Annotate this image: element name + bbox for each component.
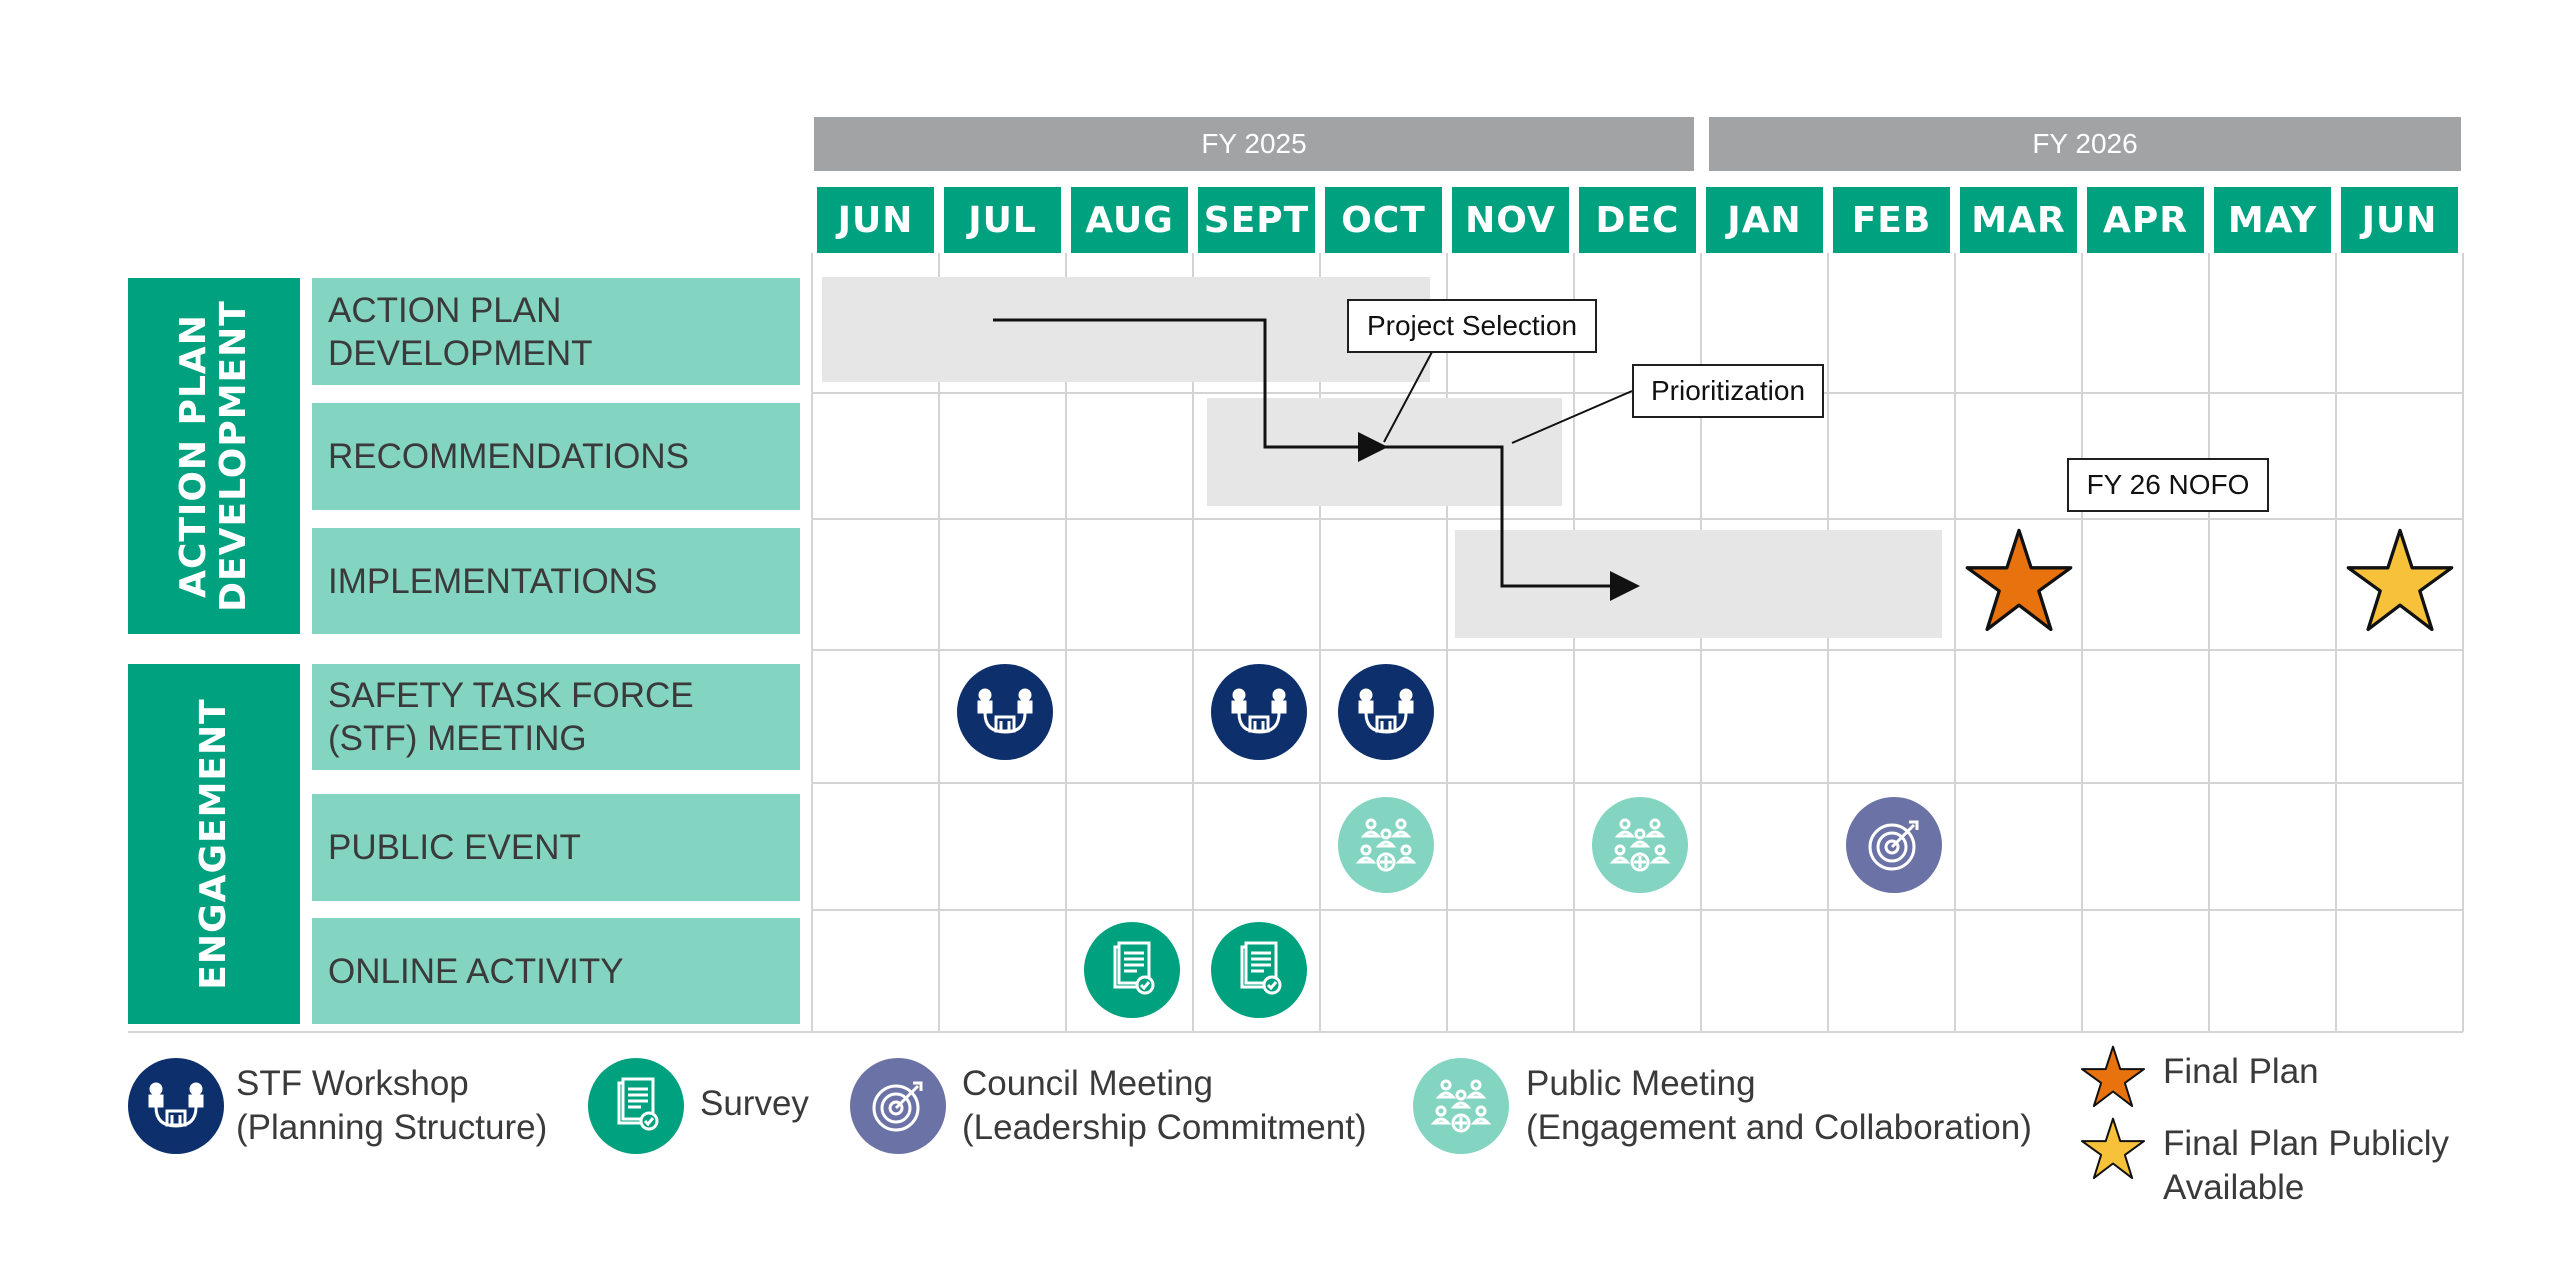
callout-pointer	[1511, 390, 1633, 444]
grid-line	[811, 253, 813, 1032]
grid-line	[812, 649, 2463, 651]
stf-workshop-icon	[956, 664, 1053, 760]
grid-line	[812, 909, 2463, 911]
callout-nofo: FY 26 NOFO	[2067, 458, 2269, 512]
stf-workshop-icon	[128, 1058, 224, 1154]
legend-label: Final Plan	[2163, 1052, 2319, 1091]
survey-icon	[1210, 922, 1307, 1018]
star-yellow-icon	[2345, 526, 2455, 636]
section-label: ACTION PLAN DEVELOPMENT	[173, 300, 254, 612]
callout-prioritization: Prioritization	[1632, 364, 1824, 418]
month-header: MAR	[1960, 187, 2077, 253]
public-meeting-icon	[1337, 797, 1434, 893]
legend-label: Final Plan Publicly Available	[2163, 1124, 2449, 1207]
fiscal-year-header: FY 2025	[814, 117, 1694, 171]
row-label: ACTION PLAN DEVELOPMENT	[312, 278, 800, 385]
grid-line	[128, 1031, 2463, 1033]
grid-line	[812, 518, 2463, 520]
star-orange-icon	[2080, 1044, 2146, 1110]
month-header: JAN	[1706, 187, 1823, 253]
council-meeting-icon	[850, 1058, 946, 1154]
grid-line	[1954, 253, 1956, 1032]
legend-label: Public Meeting (Engagement and Collabora…	[1526, 1064, 2032, 1147]
stf-workshop-icon	[1337, 664, 1434, 760]
phase-bar	[822, 277, 1430, 382]
grid-line	[1319, 253, 1321, 1032]
row-label: RECOMMENDATIONS	[312, 403, 800, 510]
star-yellow-icon	[2080, 1116, 2146, 1182]
month-header: JUL	[944, 187, 1061, 253]
month-header: NOV	[1452, 187, 1569, 253]
grid-line	[938, 253, 940, 1032]
star-orange-icon	[1964, 526, 2074, 636]
month-header: FEB	[1833, 187, 1950, 253]
month-header: DEC	[1579, 187, 1696, 253]
month-header: SEPT	[1198, 187, 1315, 253]
month-header: JUN	[2341, 187, 2458, 253]
grid-line	[812, 782, 2463, 784]
row-label: SAFETY TASK FORCE (STF) MEETING	[312, 664, 800, 770]
grid-line	[2208, 253, 2210, 1032]
month-header: OCT	[1325, 187, 1442, 253]
month-header: APR	[2087, 187, 2204, 253]
stf-workshop-icon	[1210, 664, 1307, 760]
public-meeting-icon	[1591, 797, 1688, 893]
callout-project-selection: Project Selection	[1347, 299, 1597, 353]
month-header: JUN	[817, 187, 934, 253]
callout-pointer	[1383, 351, 1433, 443]
fiscal-year-header: FY 2026	[1709, 117, 2461, 171]
legend-label: Council Meeting (Leadership Commitment)	[962, 1064, 1367, 1147]
section-label: ENGAGEMENT	[193, 698, 234, 990]
legend-label: STF Workshop (Planning Structure)	[236, 1064, 548, 1147]
row-label: IMPLEMENTATIONS	[312, 528, 800, 634]
section-header: ENGAGEMENT	[128, 664, 300, 1024]
section-header: ACTION PLAN DEVELOPMENT	[128, 278, 300, 634]
grid-line	[2462, 253, 2464, 1032]
council-meeting-icon	[1845, 797, 1942, 893]
legend-label: Survey	[700, 1084, 809, 1123]
grid-line	[1700, 253, 1702, 1032]
survey-icon	[1083, 922, 1180, 1018]
month-header: MAY	[2214, 187, 2331, 253]
grid-line	[2081, 253, 2083, 1032]
grid-line	[1065, 253, 1067, 1032]
phase-bar	[1455, 530, 1942, 638]
row-label: PUBLIC EVENT	[312, 794, 800, 901]
row-label: ONLINE ACTIVITY	[312, 918, 800, 1024]
grid-line	[1827, 253, 1829, 1032]
grid-line	[2335, 253, 2337, 1032]
month-header: AUG	[1071, 187, 1188, 253]
grid-line	[1192, 253, 1194, 1032]
flow-arrow	[993, 318, 1388, 462]
grid-line	[1573, 253, 1575, 1032]
grid-line	[1446, 253, 1448, 1032]
survey-icon	[588, 1058, 684, 1154]
flow-arrow	[1385, 445, 1640, 601]
public-meeting-icon	[1413, 1058, 1509, 1154]
